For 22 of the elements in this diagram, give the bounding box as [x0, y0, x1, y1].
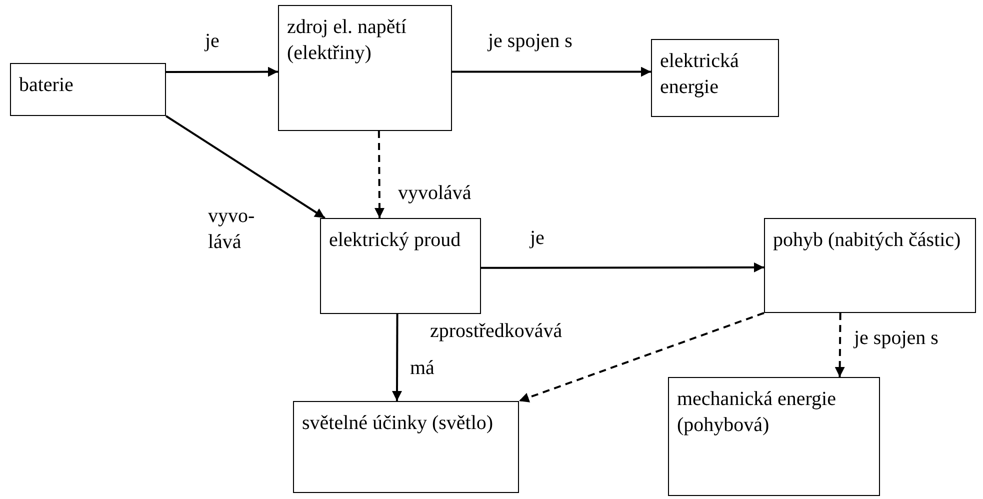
dashed-arrow	[834, 312, 845, 378]
node-text: světelné účinky (světlo)	[302, 411, 494, 436]
arrow	[392, 314, 402, 401]
concept-box	[651, 39, 779, 117]
arrow	[165, 115, 326, 219]
node-text: elektrický proud	[329, 228, 462, 253]
concept-box	[293, 401, 519, 493]
concept-box	[320, 218, 481, 314]
concept-box	[10, 63, 166, 116]
arrow	[452, 66, 651, 77]
concept-box	[764, 218, 976, 313]
dashed-arrow	[518, 312, 764, 402]
node-text: pohyb (nabitých částic)	[773, 228, 962, 253]
node-text: elektrická energie	[660, 49, 740, 100]
arrow	[481, 262, 764, 272]
arrow	[166, 66, 278, 77]
node-text: zdroj el. napětí (elektřiny)	[287, 15, 408, 66]
node-text: baterie	[19, 73, 74, 98]
node-text: mechanická energie (pohybová)	[677, 387, 837, 438]
concept-box	[668, 377, 880, 496]
concept-box	[278, 5, 452, 131]
dashed-arrow	[374, 131, 384, 218]
